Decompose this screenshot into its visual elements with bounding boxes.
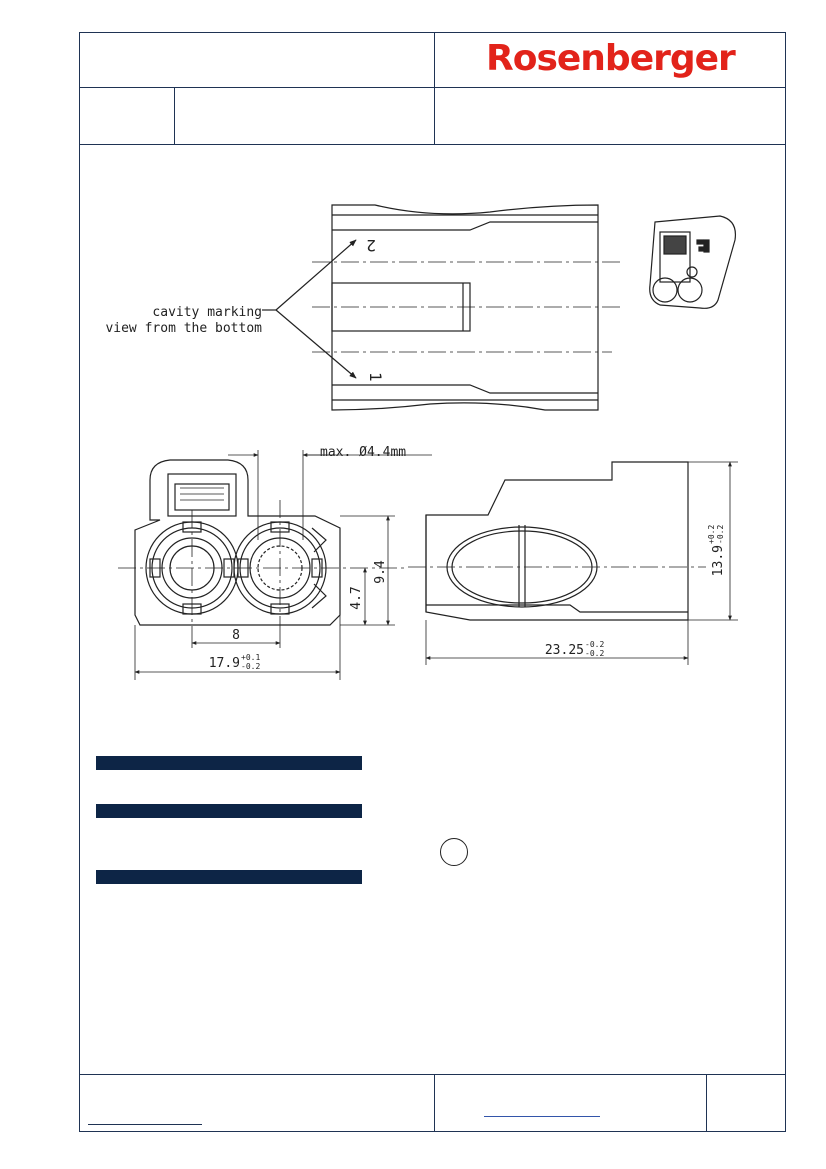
connector-3d-thumbnail <box>649 215 737 309</box>
header-cell-divider <box>174 87 175 144</box>
dim-length-tol-upper: -0.2 <box>585 640 604 649</box>
revision-circle <box>440 838 468 866</box>
rosenberger-logo: Rosenberger <box>486 38 736 79</box>
callout-view-from-bottom: view from the bottom <box>105 321 262 336</box>
drawing-frame <box>79 32 786 1132</box>
redacted-bar-2 <box>96 804 362 818</box>
dim-height: 9.4 <box>373 560 388 584</box>
dim-total-height-tol-upper: +0.2 <box>707 525 716 544</box>
footer-column-divider-1 <box>434 1074 435 1132</box>
front-view <box>118 450 432 680</box>
dim-max-diameter: max. Ø4.4mm <box>320 445 406 460</box>
header-divider-2 <box>79 144 786 145</box>
redacted-bar-3 <box>96 870 362 884</box>
dim-width-tol-lower: -0.2 <box>241 662 260 671</box>
dim-total-height: 13.9 <box>711 545 726 576</box>
cavity-label-1: 1 <box>366 372 385 382</box>
dim-total-height-tol-lower: -0.2 <box>716 525 725 544</box>
header-column-divider <box>434 32 435 144</box>
side-view <box>408 461 738 665</box>
callout-cavity-marking: cavity marking <box>152 305 262 320</box>
footer-divider <box>79 1074 786 1075</box>
dim-width: 17.9 <box>209 656 240 671</box>
redacted-bar-1 <box>96 756 362 770</box>
dim-length: 23.25 <box>545 643 584 658</box>
footer-signature-line-right <box>484 1116 600 1117</box>
dim-width-tol-upper: +0.1 <box>241 653 260 662</box>
dim-pitch: 8 <box>232 628 240 643</box>
footer-signature-line-left <box>88 1124 202 1125</box>
header-divider-1 <box>79 87 786 88</box>
dim-length-tol-lower: -0.2 <box>585 649 604 658</box>
cavity-label-2: 2 <box>366 236 376 255</box>
top-view <box>262 204 620 411</box>
dim-half-height: 4.7 <box>349 586 364 609</box>
footer-column-divider-2 <box>706 1074 707 1132</box>
